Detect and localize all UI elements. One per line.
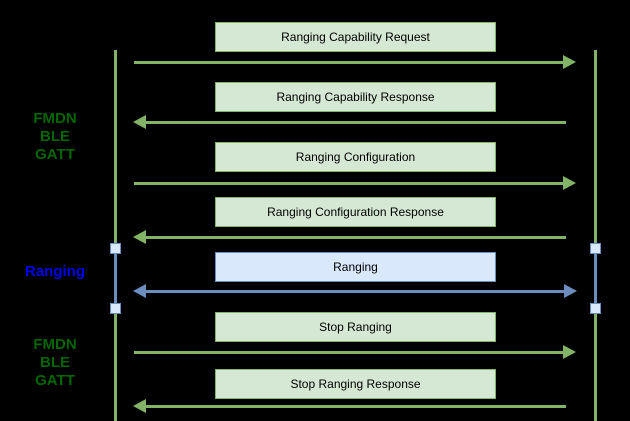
phase-label-line: GATT (35, 372, 75, 389)
phase-label-fmdn-ble-gatt-top: FMDN BLE GATT (0, 110, 110, 164)
phase-label-line: BLE (40, 354, 70, 371)
message-box-stop-ranging-response: Stop Ranging Response (215, 369, 496, 399)
arrowhead-right-icon (563, 345, 576, 359)
phase-label-ranging: Ranging (0, 263, 110, 281)
arrowhead-left-icon (133, 230, 146, 244)
message-box-ranging-capability-request: Ranging Capability Request (215, 22, 496, 52)
arrow-shaft (144, 404, 566, 408)
arrow-shaft (144, 289, 566, 293)
activation-square (590, 303, 601, 314)
arrow-shaft (134, 181, 565, 185)
arrow-shaft (144, 235, 566, 239)
left-lifeline (114, 50, 117, 421)
message-box-ranging-configuration-response: Ranging Configuration Response (215, 197, 496, 227)
arrow-shaft (134, 60, 565, 64)
message-box-ranging-configuration: Ranging Configuration (215, 142, 496, 172)
arrow-left-icon (133, 230, 566, 244)
arrowhead-left-icon (133, 115, 146, 129)
phase-label-fmdn-ble-gatt-bottom: FMDN BLE GATT (0, 336, 110, 390)
arrow-left-icon (133, 115, 566, 129)
arrowhead-left-icon (133, 399, 146, 413)
arrow-right-icon (134, 55, 576, 69)
phase-label-line: GATT (35, 146, 75, 163)
right-lifeline-ranging-segment (594, 250, 597, 306)
arrow-right-icon (134, 345, 576, 359)
phase-label-line: FMDN (33, 110, 77, 127)
phase-label-line: FMDN (33, 336, 77, 353)
phase-label-line: BLE (40, 128, 70, 145)
arrowhead-right-icon (563, 176, 576, 190)
arrowhead-left-icon (133, 284, 146, 298)
message-box-ranging: Ranging (215, 252, 496, 282)
right-lifeline (594, 50, 597, 421)
arrowhead-right-icon (564, 284, 577, 298)
message-box-stop-ranging: Stop Ranging (215, 312, 496, 342)
arrow-shaft (134, 350, 565, 354)
activation-square (110, 303, 121, 314)
activation-square (590, 243, 601, 254)
arrow-left-icon (133, 399, 566, 413)
arrowhead-right-icon (563, 55, 576, 69)
phase-label-line: Ranging (25, 263, 85, 280)
arrow-both-icon (133, 284, 577, 298)
message-box-ranging-capability-response: Ranging Capability Response (215, 82, 496, 112)
arrow-right-icon (134, 176, 576, 190)
arrow-shaft (144, 120, 566, 124)
activation-square (110, 243, 121, 254)
left-lifeline-ranging-segment (114, 250, 117, 306)
